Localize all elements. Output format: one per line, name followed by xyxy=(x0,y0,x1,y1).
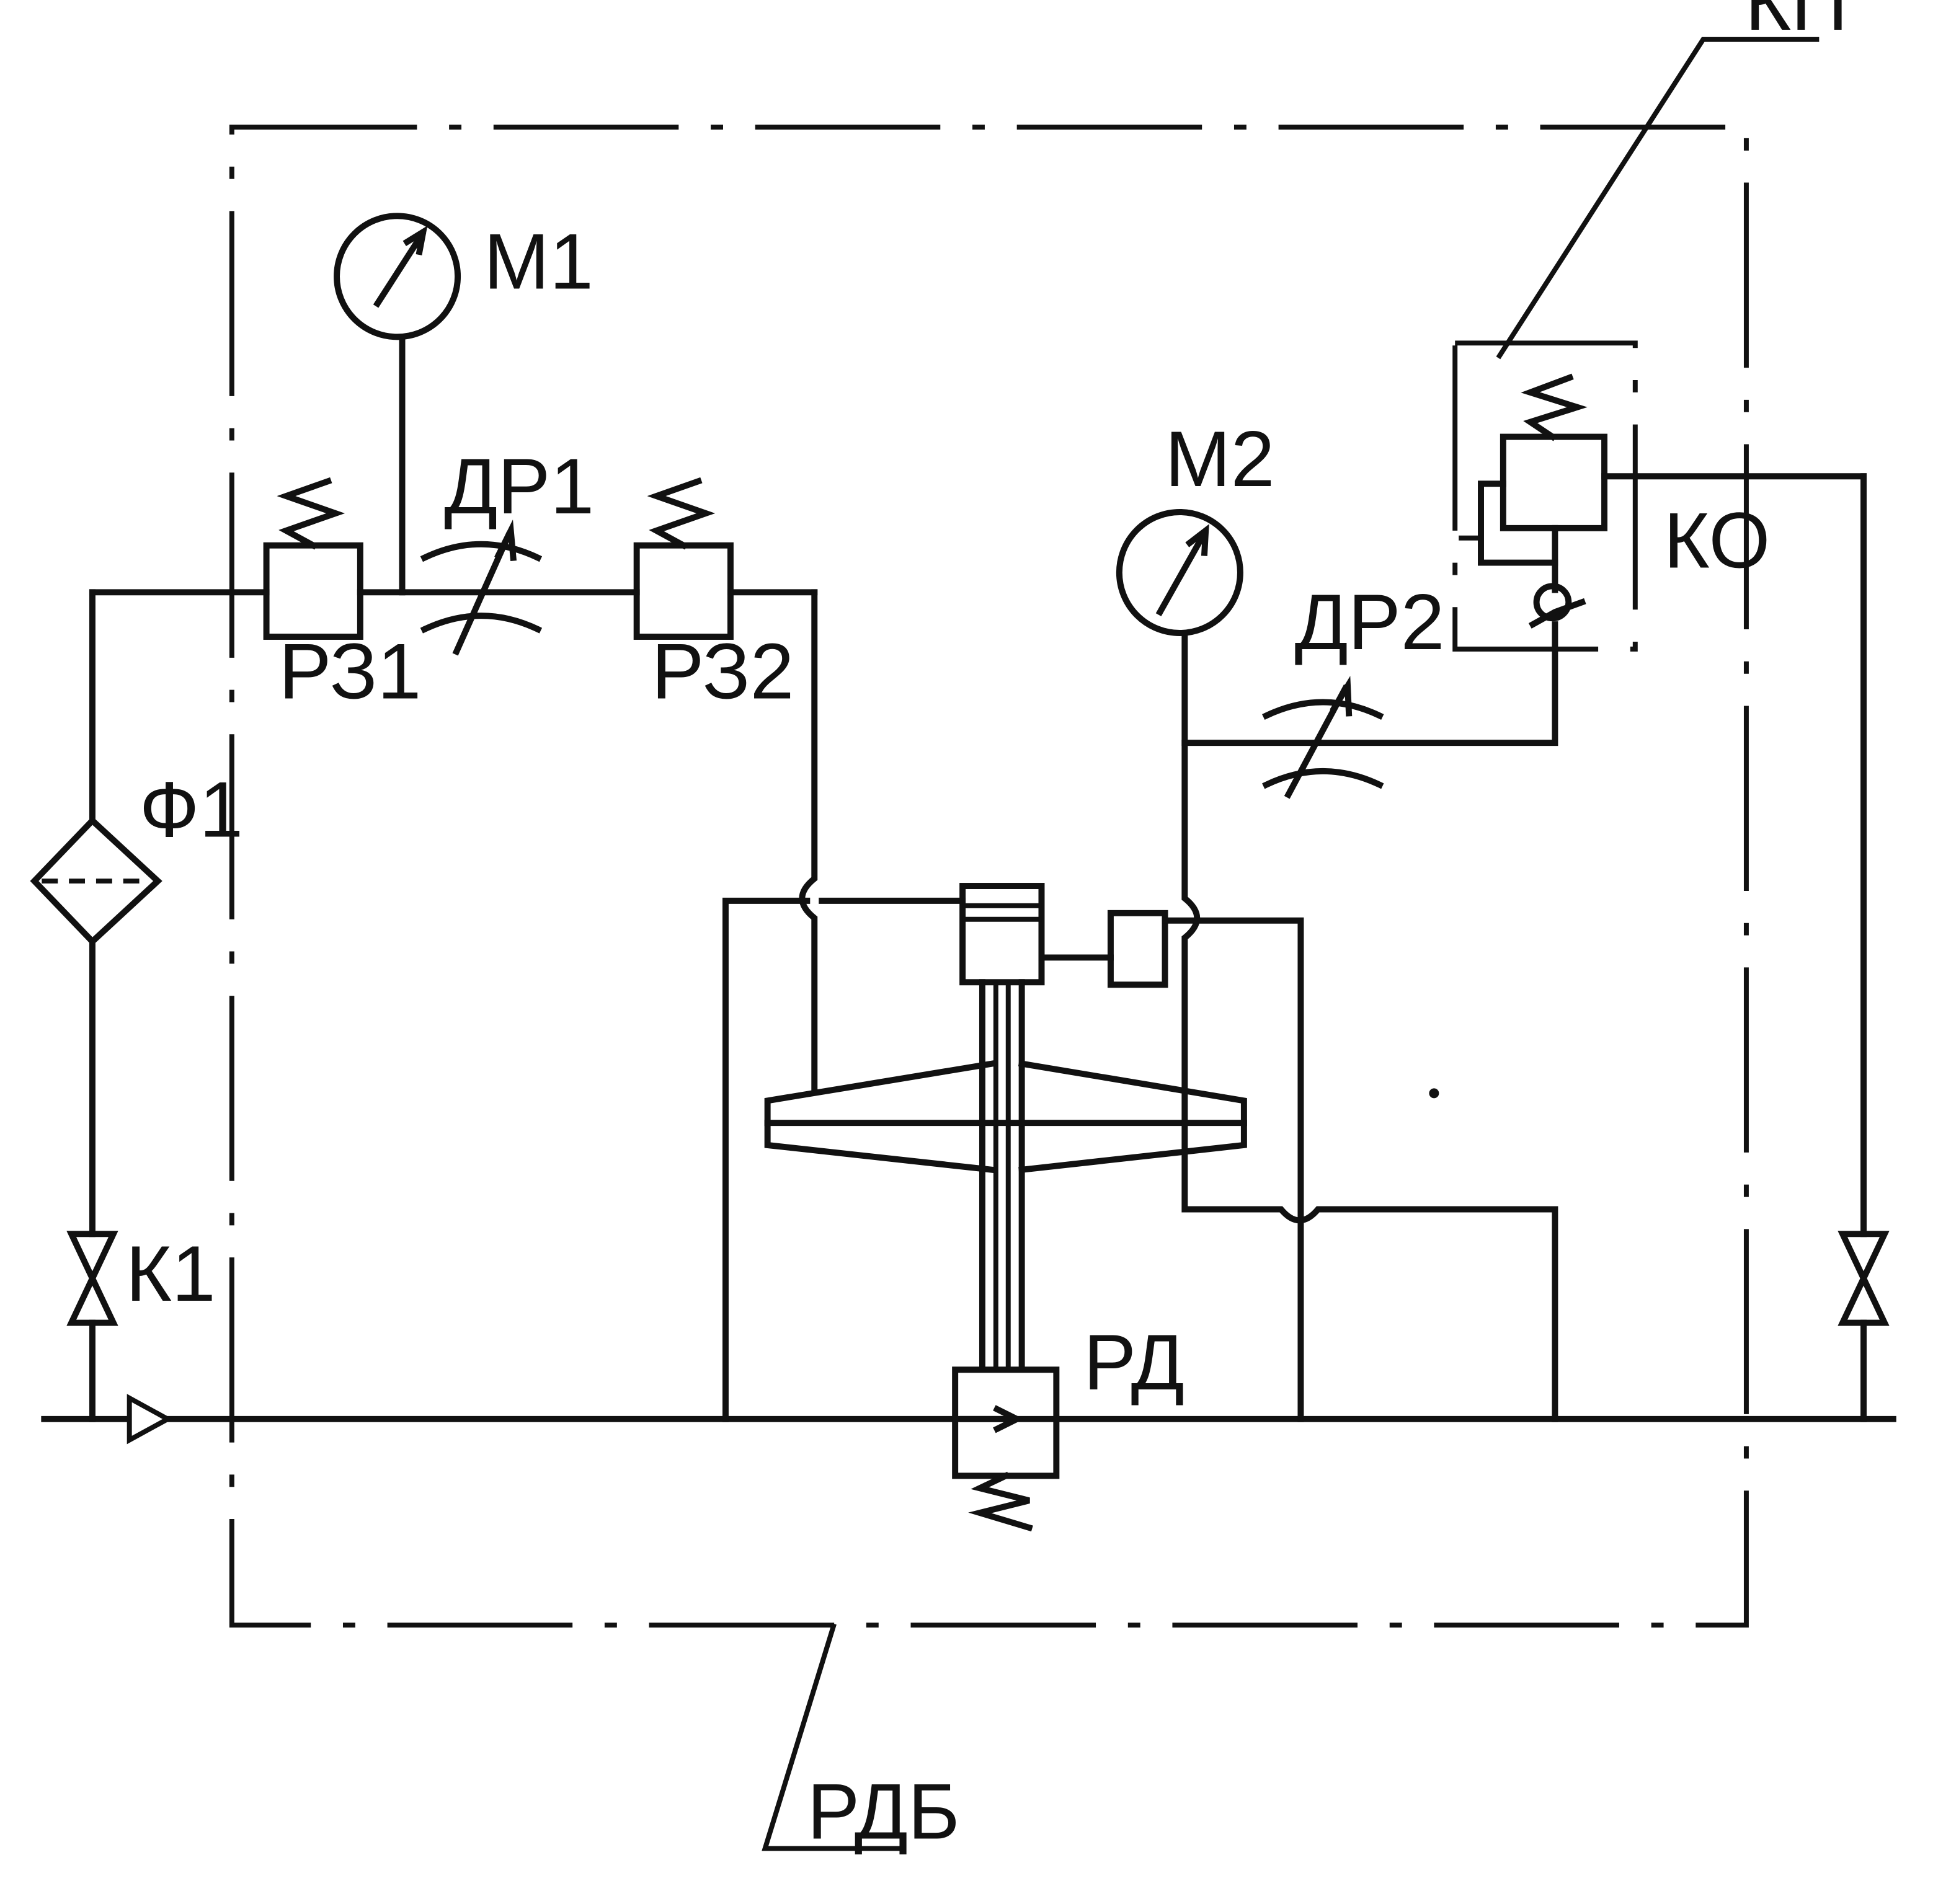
label-rdb: РДБ xyxy=(807,1768,959,1856)
label-rz1: РЗ1 xyxy=(278,627,421,715)
pilot-valve-icon xyxy=(959,883,1168,988)
regulator-rd-icon xyxy=(952,1366,1060,1532)
label-dr2: ДР2 xyxy=(1294,578,1444,666)
valve-right-icon xyxy=(1838,1231,1890,1326)
label-f1: Ф1 xyxy=(140,765,244,853)
valve-k1-icon xyxy=(66,1231,118,1326)
regulator-rz1-icon xyxy=(263,477,363,640)
rd-right-loop-line xyxy=(1162,917,1304,1422)
throttle-dr2-icon xyxy=(1262,676,1384,799)
label-k1: К1 xyxy=(126,1229,216,1317)
diaphragm-actuator-icon xyxy=(764,979,1247,1373)
check-valve-icon xyxy=(1528,583,1586,629)
inlet-arrow-icon xyxy=(127,1394,173,1445)
speck xyxy=(1429,1088,1439,1099)
relief-valve-ko-icon xyxy=(1459,373,1867,593)
rdb-boundary xyxy=(229,125,1749,1628)
throttle-dr1-icon xyxy=(420,519,543,656)
label-ko: КО xyxy=(1664,497,1771,585)
left-riser xyxy=(89,589,818,1422)
manometer-m2-icon xyxy=(1116,508,1243,636)
manometer-m1-icon xyxy=(334,213,461,340)
m2-to-ko-line xyxy=(1181,621,1558,746)
kp-leader xyxy=(1496,37,1820,360)
label-rd: РД xyxy=(1083,1318,1184,1406)
label-kp: КП xyxy=(1745,0,1848,46)
kp-boundary xyxy=(1452,340,1638,652)
filter-f1-icon xyxy=(30,816,162,946)
rd-left-loop-line xyxy=(722,897,966,1422)
label-m1: М1 xyxy=(484,218,593,306)
m2-line xyxy=(1181,629,1558,1422)
regulator-rz2-icon xyxy=(633,477,734,640)
label-rz2: РЗ2 xyxy=(652,627,794,715)
rdb-leader xyxy=(762,1623,904,1851)
label-dr1: ДР1 xyxy=(444,442,594,530)
rz2-to-diaphragm-line xyxy=(799,589,818,1096)
label-m2: М2 xyxy=(1165,415,1275,503)
